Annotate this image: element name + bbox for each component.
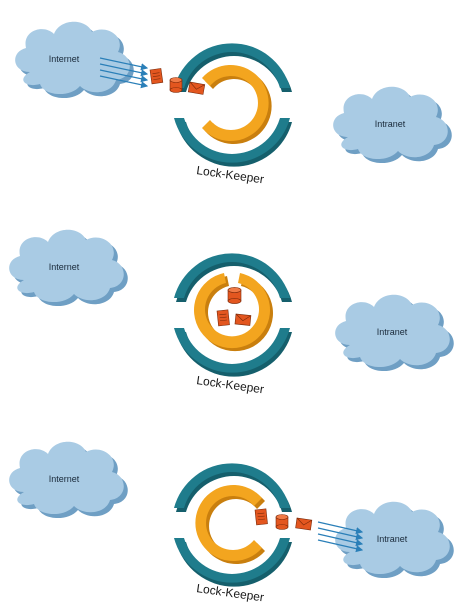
document-icon [254,508,268,526]
panel-2: Internet Intranet [9,229,454,396]
database-icon [275,514,289,530]
lock-keeper-rings [174,43,292,167]
database-icon [169,77,183,93]
envelope-icon [295,517,313,531]
lock-keeper-rings [174,253,292,377]
internet-cloud: Internet [9,229,128,307]
envelope-icon [234,313,252,326]
internet-label: Internet [49,474,80,484]
intranet-cloud: Intranet [335,501,454,579]
packets [149,68,206,95]
packets [216,287,252,327]
outgoing-arrows [317,521,364,553]
database-icon [227,287,242,304]
intranet-cloud: Intranet [333,86,452,164]
packets [254,508,313,531]
lock-keeper-label: Lock-Keeper [196,373,265,396]
panel-1: Internet Intranet [15,21,452,186]
internet-cloud: Internet [9,441,128,519]
internet-label: Internet [49,54,80,64]
intranet-label: Intranet [375,119,406,129]
intranet-cloud: Intranet [335,294,454,372]
lock-keeper-label: Lock-Keeper [196,163,265,186]
intranet-label: Intranet [377,534,408,544]
lock-keeper-rings [174,463,292,587]
internet-label: Internet [49,262,80,272]
document-icon [149,68,164,85]
internet-cloud: Internet [15,21,134,99]
intranet-label: Intranet [377,327,408,337]
envelope-icon [187,81,206,95]
document-icon [216,309,230,327]
incoming-arrows [99,57,149,89]
panel-3: Internet Intranet [9,441,454,604]
